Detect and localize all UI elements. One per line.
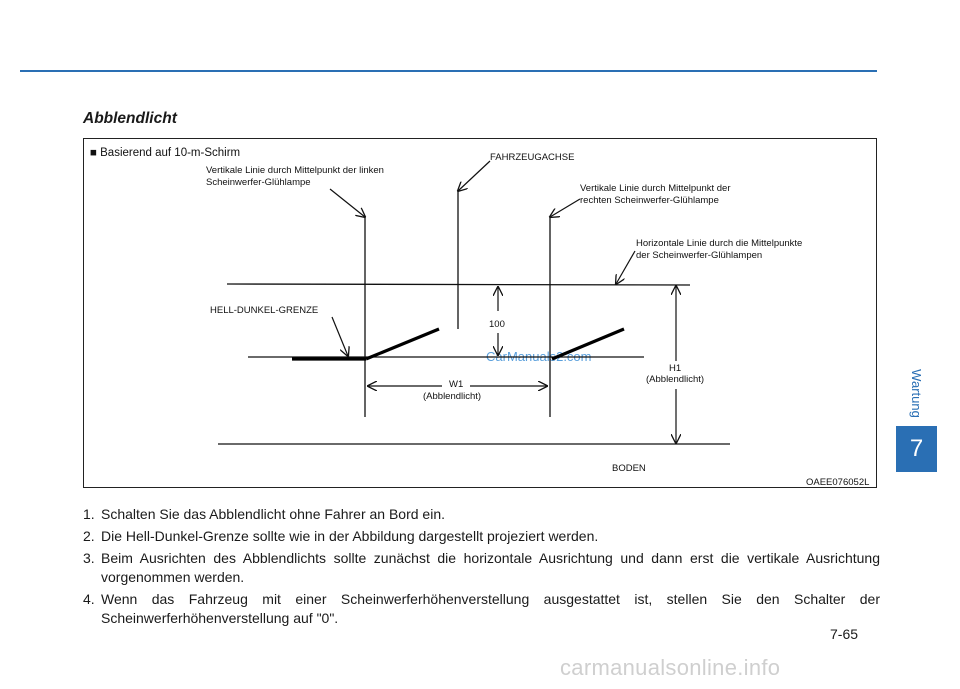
chapter-tab-label: Wartung: [909, 368, 924, 418]
w1-label: W1: [449, 379, 463, 390]
horizontal-leader: [616, 250, 636, 284]
step-item: 3.Beim Ausrichten des Abblendlichts soll…: [83, 550, 880, 585]
cutoff-left-rise: [365, 327, 440, 361]
cutoff-label: HELL-DUNKEL-GRENZE: [210, 305, 318, 316]
chapter-number-box: 7: [896, 426, 937, 472]
section-title: Abblendlicht: [83, 110, 177, 127]
step-item: 4.Wenn das Fahrzeug mit einer Scheinwerf…: [83, 591, 880, 626]
horizontal-label-1: Horizontale Linie durch die Mittelpunkte: [636, 238, 802, 249]
right-vertical-leader: [550, 198, 581, 217]
w1-sub-label: (Abblendlicht): [423, 391, 481, 402]
procedure-steps: 1.Schalten Sie das Abblendlicht ohne Fah…: [83, 505, 880, 631]
ground-label: BODEN: [612, 463, 646, 474]
dim-100-label: 100: [489, 319, 505, 330]
cutoff-right-rise: [551, 327, 625, 361]
left-vertical-leader: [329, 188, 365, 217]
step-item: 2.Die Hell-Dunkel-Grenze sollte wie in d…: [83, 528, 599, 544]
cutoff-leader: [331, 316, 348, 356]
aiming-diagram: ■ Basierend auf 10-m-Schirm Vertikale Li…: [90, 147, 869, 488]
step-item: 1.Schalten Sie das Abblendlicht ohne Fah…: [83, 506, 446, 522]
axis-leader: [458, 160, 491, 191]
axis-label: FAHRZEUGACHSE: [490, 152, 574, 163]
figure-code: OAEE076052L: [806, 477, 869, 488]
site-watermark: carmanualsonline.info: [560, 655, 781, 680]
horizontal-label-2: der Scheinwerfer-Glühlampen: [636, 250, 762, 261]
h1-label: H1: [669, 363, 681, 374]
header-rule: [20, 70, 877, 72]
left-vertical-label-1: Vertikale Linie durch Mittelpunkt der li…: [206, 165, 384, 176]
right-vertical-label-2: rechten Scheinwerfer-Glühlampe: [580, 195, 719, 206]
right-vertical-label-1: Vertikale Linie durch Mittelpunkt der: [580, 183, 731, 194]
h1-sub-label: (Abblendlicht): [646, 374, 704, 385]
basis-label: ■ Basierend auf 10-m-Schirm: [90, 147, 240, 159]
headlight-aiming-figure: ■ Basierend auf 10-m-Schirm Vertikale Li…: [83, 138, 877, 488]
page-number: 7-65: [830, 626, 859, 642]
left-vertical-label-2: Scheinwerfer-Glühlampe: [206, 177, 311, 188]
